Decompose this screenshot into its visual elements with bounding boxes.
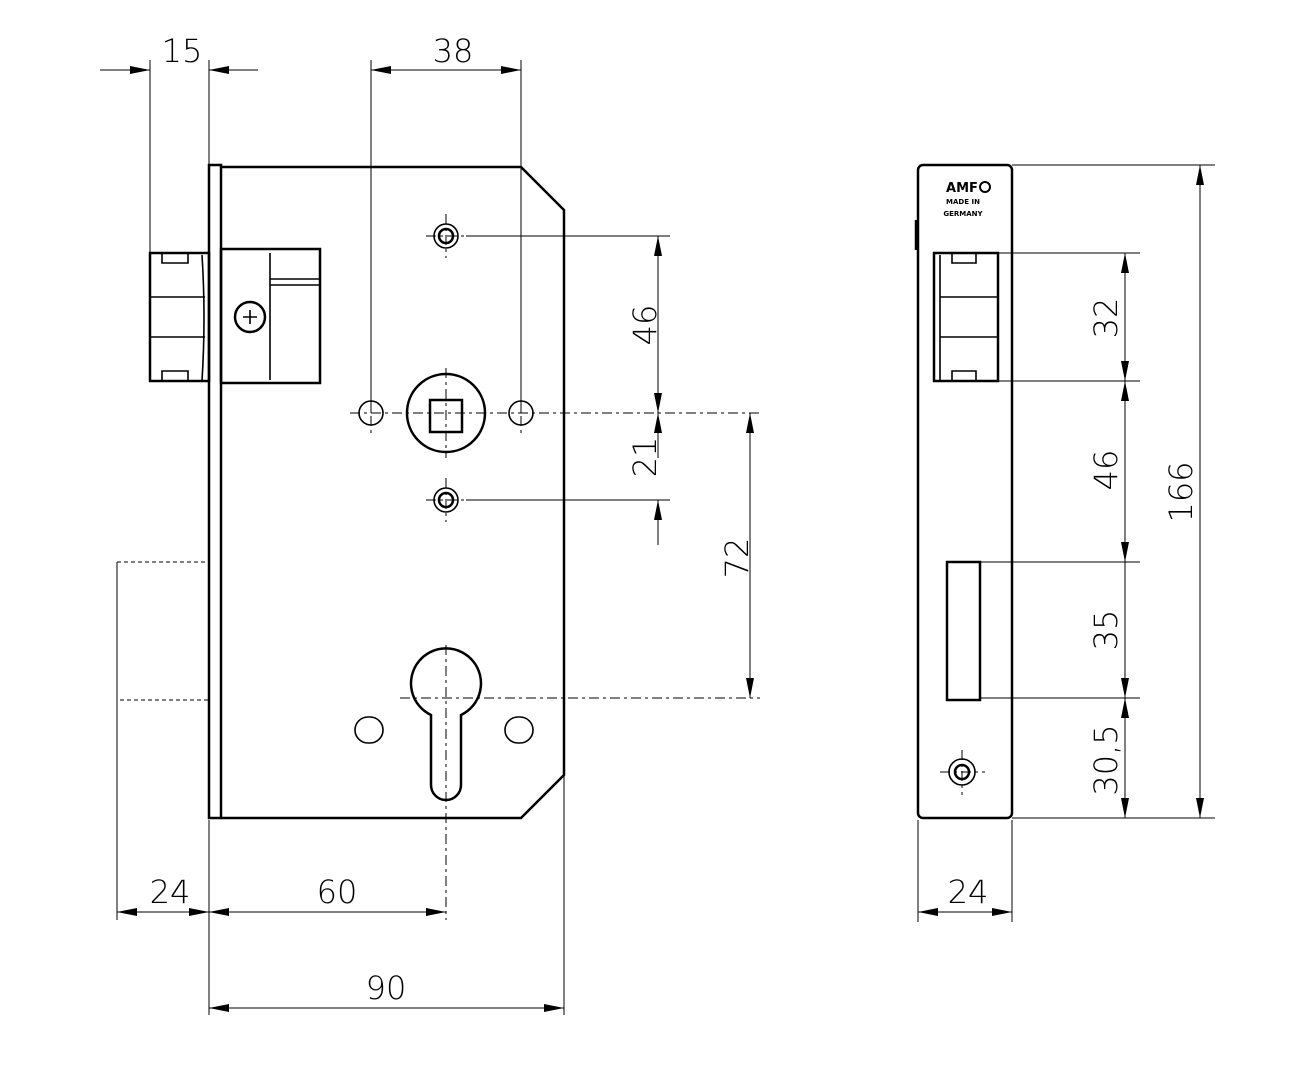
dim-24-side: 24 (948, 873, 989, 911)
dim-21: 21 (626, 437, 664, 478)
dim-72: 72 (718, 538, 756, 579)
dim-30-5: 30,5 (1087, 724, 1125, 795)
dim-15: 15 (162, 32, 203, 70)
dim-166: 166 (1162, 461, 1200, 522)
spindle-follower (350, 368, 760, 458)
screw-icon (233, 300, 267, 334)
dim-46-side: 46 (1087, 450, 1125, 491)
dim-38: 38 (433, 32, 474, 70)
dim-90: 90 (366, 969, 407, 1007)
dim-32: 32 (1087, 298, 1125, 339)
logo: AMF MADE IN GERMANY (943, 181, 991, 218)
bolt-opening (945, 560, 982, 702)
door-outline (116, 561, 210, 701)
dim-24-front: 24 (150, 873, 191, 911)
cylinder-hole (354, 645, 760, 920)
faceplate (207, 163, 223, 820)
dim-35: 35 (1087, 610, 1125, 651)
dim-60: 60 (317, 873, 358, 911)
lock-case (221, 165, 566, 820)
svg-text:GERMANY: GERMANY (943, 210, 983, 218)
side-view: AMF MADE IN GERMANY 32 46 35 30,5 166 24 (914, 163, 1215, 922)
dim-46: 46 (626, 305, 664, 346)
latch-bolt (148, 247, 322, 385)
svg-text:AMF: AMF (946, 181, 978, 196)
front-view: 15 38 46 21 72 24 60 90 (100, 32, 760, 1015)
svg-text:MADE IN: MADE IN (946, 198, 980, 206)
faceplate-side (916, 163, 1014, 820)
screw-hole-top (426, 214, 466, 258)
screw-hole-bottom (426, 478, 466, 522)
latch-side (932, 251, 1000, 383)
screw-hole-side (940, 750, 985, 795)
